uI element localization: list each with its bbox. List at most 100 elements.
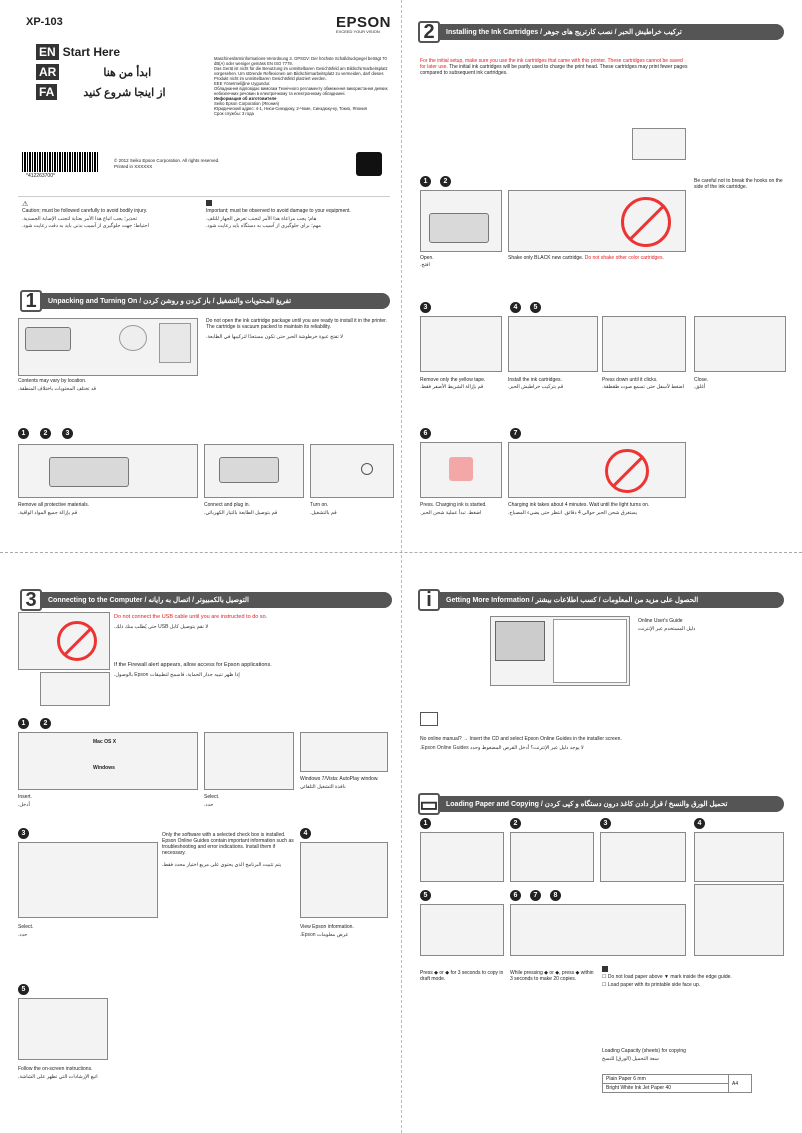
step-6: 6 [420, 428, 431, 439]
step-5: 5 [420, 890, 431, 901]
wait-caption: Charging ink takes about 4 minutes. Wait… [508, 502, 650, 508]
step-3: 3 [18, 828, 29, 839]
step-2: 2 [40, 428, 51, 439]
shake-image [508, 190, 686, 252]
autoplay-image [300, 732, 388, 772]
step-5: 5 [18, 984, 29, 995]
capacity-title-ar: سعة التحميل (الورق) للنسخ [602, 1056, 659, 1062]
lang-fa: FA [36, 84, 58, 100]
install-caption-ar: قم بتركيب خراطيش الحبر. [508, 384, 564, 390]
firewall-ar: إذا ظهر تنبيه جدار الحماية، فاسمح لتطبيق… [114, 672, 240, 678]
paper-step2-image [510, 832, 594, 882]
barcode-number: *412263700* [26, 173, 55, 179]
step-1: 1 [18, 718, 29, 729]
select-caption: Select. [204, 794, 220, 800]
center-fold [401, 0, 402, 1133]
copyright: © 2012 Seiko Epson Corporation. All righ… [114, 158, 220, 163]
legal-text: Maschinenlärminformations-Verordnung 3. … [214, 56, 388, 116]
autoplay-caption: Windows 7/Vista: AutoPlay window. [300, 776, 379, 782]
start-title-fa: از اینجا شروع کنید [83, 86, 166, 99]
cd-icon [420, 712, 438, 726]
paper-step5-image [420, 904, 504, 956]
s1-warning-ar: لا تفتح عبوة خرطوشة الحبر حتى تكون مستعد… [206, 334, 344, 340]
important-fa: مهم؛ برای جلوگیری از آسیب به دستگاه باید… [206, 223, 321, 229]
paper-icon: ▭ [418, 793, 440, 816]
step-1: 1 [420, 176, 431, 187]
open-image [420, 190, 502, 252]
copy-image [510, 904, 686, 956]
important-ar: هام؛ يجب مراعاة هذا الأمر لتجنب تعرض الج… [206, 216, 317, 222]
start-title-en: Start Here [62, 45, 121, 59]
usb-warning-ar: لا تقم بتوصيل كابل USB حتى يُطلب منك ذلك… [114, 624, 209, 630]
charging-caption: Press. Charging ink is started. [420, 502, 487, 508]
caution-text: Caution; must be followed carefully to a… [22, 208, 148, 214]
important-text: Important; must be observed to avoid dam… [206, 208, 351, 214]
capacity-title: Loading Capacity (sheets) for copying [602, 1048, 686, 1054]
close-caption: Close. [694, 377, 709, 383]
step-5: 5 [530, 302, 541, 313]
close-image [694, 316, 786, 372]
wait-caption-ar: يستغرق شحن الحبر حوالي 4 دقائق. انتظر حت… [508, 510, 638, 516]
yellow-tape-image [420, 316, 502, 372]
autoplay-caption-ar: نافذة التشغيل التلقائي [300, 784, 346, 790]
lang-en: EN [36, 44, 59, 60]
connect-caption-ar: قم بتوصيل الطابعة بالتيار الكهربائي. [204, 510, 278, 516]
cartridges-image [632, 128, 686, 160]
hooks-note: Be careful not to break the hooks on the… [694, 178, 783, 190]
s1-warning: Do not open the ink cartridge package un… [206, 318, 387, 330]
step-4: 4 [694, 818, 705, 829]
select-caption-ar: حدد. [204, 802, 214, 808]
online-guide-image [490, 616, 630, 686]
step-8: 8 [550, 890, 561, 901]
remove-caption-ar: قم بإزالة جميع المواد الواقية. [18, 510, 78, 516]
step-1: 1 [420, 818, 431, 829]
yellow-caption: Remove only the yellow tape. [420, 377, 486, 383]
wait-image [508, 442, 686, 498]
install-caption: Install the ink cartridges. [508, 377, 562, 383]
paper-step4-image [694, 832, 784, 882]
view-caption-ar: عرض معلومات Epson. [300, 932, 349, 938]
load-note-2: ☐ Load paper with its printable side fac… [602, 982, 701, 988]
contents-image [18, 318, 198, 376]
caution-icon: ⚠ [22, 201, 29, 208]
usb-image [18, 612, 110, 670]
start-title-ar: ابدأ من هنا [103, 66, 152, 79]
turnon-caption: Turn on. [310, 502, 329, 508]
table-row: Bright White Ink Jet Paper 40 [601, 1083, 752, 1093]
close-caption-ar: أغلق. [694, 384, 706, 390]
select2-caption: Select. [18, 924, 34, 930]
paper-step3-image [600, 832, 686, 882]
no-manual-ar: لا يوجد دليل عبر الإنترنت؟ أدخل القرص ال… [420, 745, 584, 751]
insert-cd-image: Mac OS X Windows [18, 732, 198, 790]
only-checked-ar: يتم تثبيت البرنامج الذي يحتوي على مربع ا… [162, 862, 282, 868]
guide-label-ar: دليل المستخدم عبر الإنترنت [638, 626, 696, 632]
s2-note: For the initial setup, make sure you use… [420, 58, 688, 76]
install-image [508, 316, 598, 372]
info-icon: i [418, 589, 440, 611]
draft-caption: Press ◆ or ◆ for 3 seconds to copy in dr… [420, 970, 504, 982]
epson-logo: EPSON [336, 14, 392, 31]
printed-in: Printed in XXXXXX [114, 164, 153, 169]
follow-image [18, 998, 108, 1060]
step-4: 4 [300, 828, 311, 839]
twenty-copies-caption: While pressing ◆ or ◆, press ◆ within 3 … [510, 970, 594, 982]
select-image [204, 732, 294, 790]
insert-caption-ar: أدخل. [18, 802, 30, 808]
step-7: 7 [510, 428, 521, 439]
step-1: 1 [18, 428, 29, 439]
barcode [22, 152, 98, 172]
step-2: 2 [40, 718, 51, 729]
no-manual-text: No online manual? → Insert the CD and se… [420, 736, 622, 742]
usb-warning: Do not connect the USB cable until you a… [114, 614, 268, 620]
contents-caption: Contents may vary by location. [18, 378, 87, 384]
remove-image [18, 444, 198, 498]
tagline: EXCEED YOUR VISION [336, 29, 380, 34]
paper-guide-image [694, 884, 784, 956]
firewall-image [40, 672, 110, 706]
remove-caption: Remove all protective materials. [18, 502, 90, 508]
